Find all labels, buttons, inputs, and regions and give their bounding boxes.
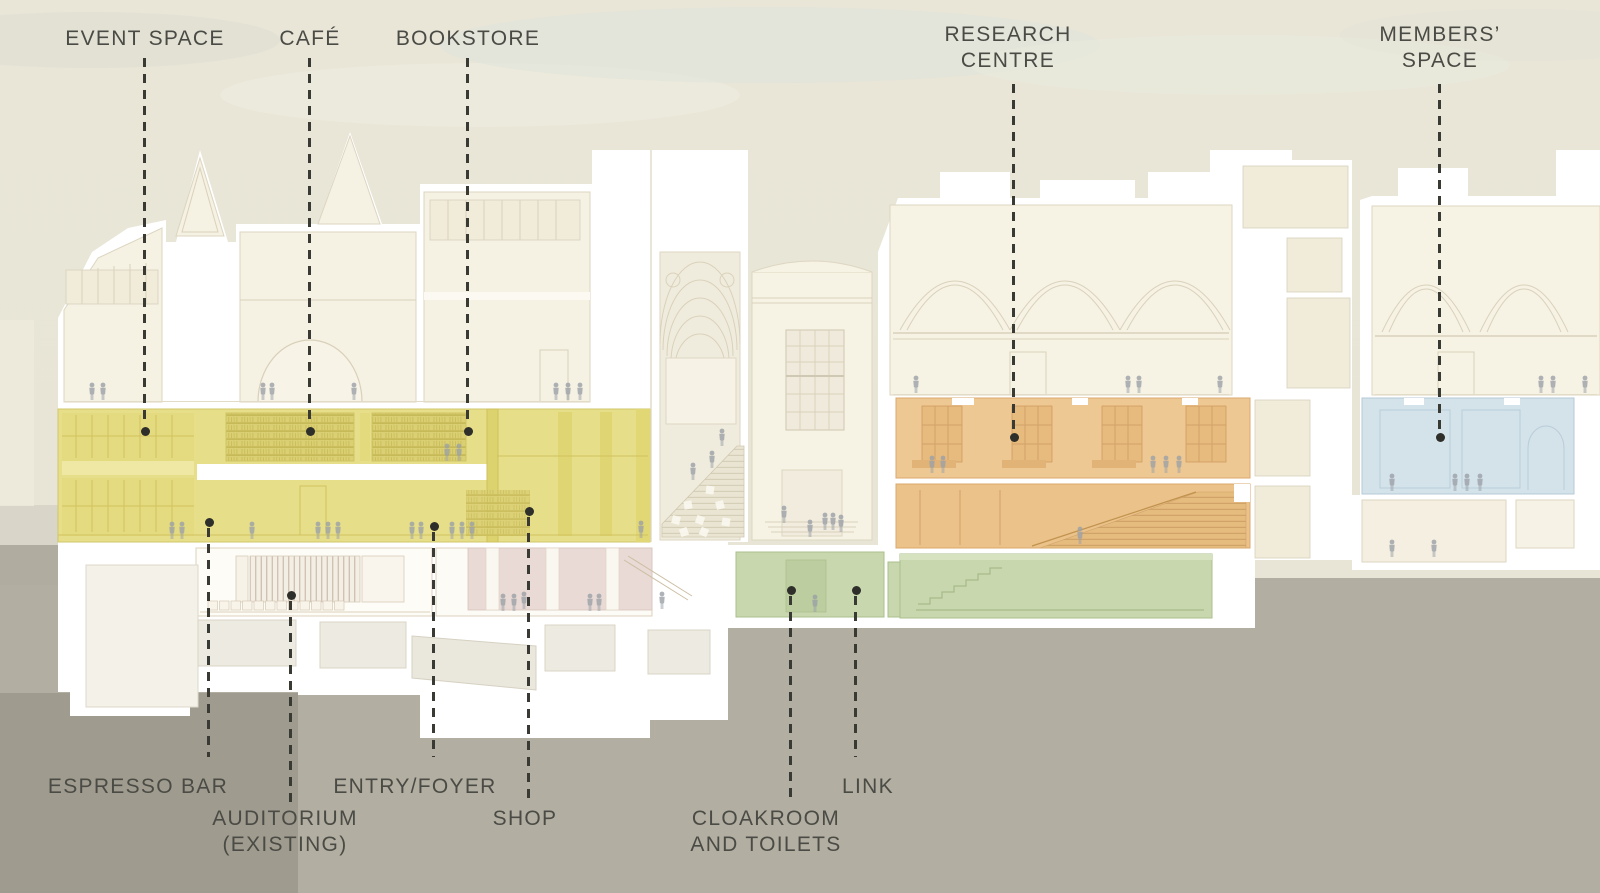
espresso-bar-label: ESPRESSO BAR <box>47 775 229 798</box>
event-space-label: EVENT SPACE <box>65 27 225 50</box>
auditorium-leader-line <box>289 601 292 803</box>
auditorium-room <box>195 547 433 617</box>
ground-foreground-dark <box>0 693 298 893</box>
link-dot <box>852 586 861 595</box>
cloakroom-leader-line <box>789 596 792 803</box>
members-space-label: MEMBERS’ SPACE <box>1379 23 1501 72</box>
research-centre-leader-line <box>1012 84 1015 432</box>
cafe-label: CAFÉ <box>279 27 341 50</box>
event-space-leader-line <box>143 58 146 426</box>
shop-dot <box>525 507 534 516</box>
espresso-bar-leader-line <box>207 528 210 757</box>
shop-label: SHOP <box>492 807 558 830</box>
entry-foyer-label: ENTRY/FOYER <box>333 775 497 798</box>
entry-foyer-leader-line <box>432 532 435 757</box>
shop-leader-line <box>527 517 530 803</box>
research-centre-label: RESEARCH CENTRE <box>944 23 1072 72</box>
auditorium-label: AUDITORIUM (EXISTING) <box>212 807 358 856</box>
bookstore-leader-line <box>466 58 469 426</box>
auditorium-dot <box>287 591 296 600</box>
basement-rooms <box>85 555 711 708</box>
entry-foyer-dot <box>430 522 439 531</box>
members-space-leader-line <box>1438 84 1441 432</box>
bookstore-dot <box>464 427 473 436</box>
link-label: LINK <box>842 775 894 798</box>
zone-cloakroom-link <box>735 551 1213 619</box>
cafe-dot <box>306 427 315 436</box>
members-building <box>1360 150 1600 563</box>
espresso-bar-dot <box>205 518 214 527</box>
entry-foyer-room <box>435 547 653 617</box>
cafe-leader-line <box>308 58 311 426</box>
research-centre-dot <box>1010 433 1019 442</box>
cloakroom-dot <box>787 586 796 595</box>
entrance-tower <box>751 260 873 541</box>
link-leader-line <box>854 596 857 757</box>
zone-event-cafe-bookstore <box>57 408 651 543</box>
bookstore-label: BOOKSTORE <box>395 27 541 50</box>
members-space-dot <box>1436 433 1445 442</box>
event-space-dot <box>141 427 150 436</box>
stair-hall <box>652 150 748 542</box>
cloakroom-label: CLOAKROOM AND TOILETS <box>690 807 842 856</box>
zone-research-centre <box>895 397 1251 549</box>
